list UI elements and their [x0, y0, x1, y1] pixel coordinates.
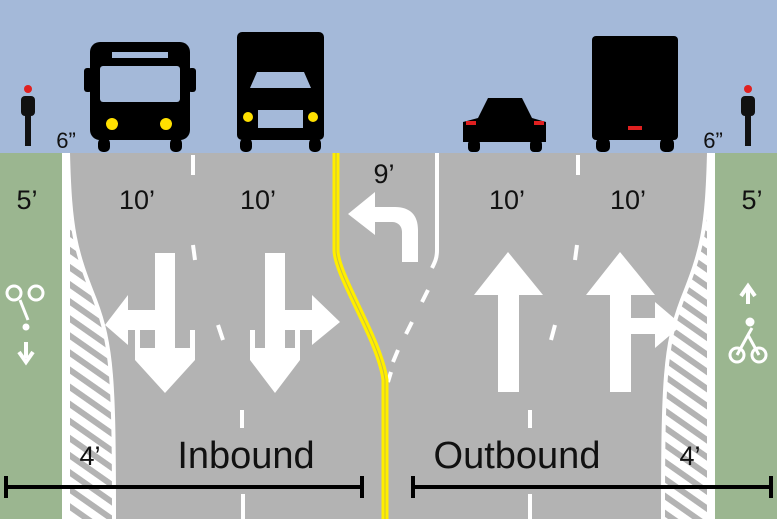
- center-line-gap: [335, 153, 386, 519]
- label-inbound: Inbound: [177, 435, 314, 477]
- label-lane-out-2: 10’: [610, 185, 646, 215]
- turn-lane-dashes: [386, 289, 430, 383]
- cyclist-right: [741, 85, 755, 146]
- car-icon: [463, 98, 546, 152]
- arrow-through-up: [474, 252, 543, 392]
- bus-icon: [84, 42, 196, 152]
- label-lane-in-2: 10’: [240, 185, 276, 215]
- label-turn-lane: 9’: [373, 159, 394, 189]
- edge-line-left: [62, 153, 70, 519]
- buffer-line-left: [66, 152, 116, 519]
- bike-symbol-left: [5, 284, 45, 366]
- arrow-left-turn: [348, 192, 418, 262]
- lane-line-inbound: [191, 155, 245, 519]
- label-buffer-right: 4’: [679, 441, 700, 471]
- edge-line-right: [707, 153, 715, 519]
- dimension-bar-outbound: [411, 476, 773, 498]
- label-lane-in-1: 10’: [119, 185, 155, 215]
- label-buffer-left: 4’: [79, 441, 100, 471]
- dimension-bar-inbound: [4, 476, 364, 498]
- turn-lane-line: [430, 153, 439, 269]
- label-curb-left: 6”: [56, 128, 76, 153]
- buffer-line-right: [661, 152, 711, 519]
- arrow-right-through-down: [250, 253, 340, 393]
- bike-lane-left: [0, 153, 62, 519]
- truck-icon: [237, 32, 324, 152]
- arrow-left-through-down: [105, 253, 195, 393]
- label-curb-right: 6”: [703, 128, 723, 153]
- lane-line-outbound: [528, 155, 580, 519]
- arrow-through-right-up: [586, 252, 682, 392]
- label-bike-lane-right: 5’: [741, 185, 762, 215]
- cyclist-left: [21, 85, 35, 146]
- label-lane-out-1: 10’: [489, 185, 525, 215]
- label-bike-lane-left: 5’: [16, 185, 37, 215]
- label-outbound: Outbound: [434, 435, 601, 477]
- bike-symbol-right: [728, 282, 768, 364]
- box-truck-icon: [592, 36, 678, 152]
